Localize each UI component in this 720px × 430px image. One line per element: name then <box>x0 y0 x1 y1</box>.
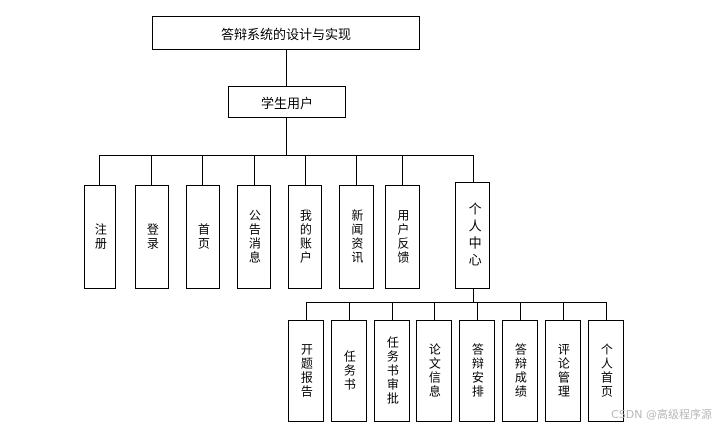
sub-label: 任务书审批 <box>385 336 400 406</box>
connector-module-8 <box>473 155 474 182</box>
user-node: 学生用户 <box>228 86 346 118</box>
module-label: 登录 <box>145 223 160 251</box>
module-node-notice: 公告消息 <box>237 185 271 289</box>
user-node-label: 学生用户 <box>260 96 313 112</box>
sub-label: 开题报告 <box>299 343 314 399</box>
sub-node-task-book: 任务书 <box>331 320 367 422</box>
sub-label: 论文信息 <box>427 343 442 399</box>
connector-sub-1 <box>306 302 307 320</box>
module-label: 个人中心 <box>465 201 481 270</box>
sub-node-thesis-info: 论文信息 <box>416 320 452 422</box>
connector-module-5 <box>305 155 306 185</box>
sub-label: 个人首页 <box>599 343 614 399</box>
connector-root-user <box>286 49 287 86</box>
root-node: 答辩系统的设计与实现 <box>152 16 420 50</box>
module-node-home: 首页 <box>186 185 220 289</box>
sub-label: 任务书 <box>342 350 357 392</box>
connector-sub-8 <box>606 302 607 320</box>
module-node-news: 新闻资讯 <box>339 185 374 289</box>
connector-sub-4 <box>434 302 435 320</box>
watermark-text: CSDN @高级程序源 <box>611 408 712 421</box>
connector-sub-3 <box>392 302 393 320</box>
sub-label: 评论管理 <box>556 343 571 399</box>
connector-module-7 <box>402 155 403 185</box>
root-node-label: 答辩系统的设计与实现 <box>220 27 351 43</box>
sub-label: 答辩成绩 <box>513 343 528 399</box>
module-node-account: 我的账户 <box>288 185 322 289</box>
sub-label: 答辩安排 <box>470 343 485 399</box>
connector-user-down <box>286 117 287 155</box>
sub-node-proposal: 开题报告 <box>288 320 324 422</box>
module-label: 注册 <box>93 223 108 251</box>
connector-sub-5 <box>477 302 478 320</box>
connector-center-down <box>473 288 474 302</box>
module-label: 公告消息 <box>247 209 262 265</box>
module-node-register: 注册 <box>84 185 116 289</box>
module-node-personal-center: 个人中心 <box>455 182 490 289</box>
module-node-feedback: 用户反馈 <box>385 185 420 289</box>
module-node-login: 登录 <box>135 185 169 289</box>
module-label: 用户反馈 <box>395 209 410 265</box>
connector-module-3 <box>202 155 203 185</box>
connector-module-2 <box>151 155 152 185</box>
connector-modules-bus <box>99 155 474 156</box>
module-label: 新闻资讯 <box>349 209 364 265</box>
module-label: 首页 <box>196 223 211 251</box>
connector-sub-bus <box>306 302 606 303</box>
connector-module-4 <box>254 155 255 185</box>
sub-node-comment-manage: 评论管理 <box>545 320 581 422</box>
module-label: 我的账户 <box>298 209 313 265</box>
sub-node-defense-schedule: 答辩安排 <box>459 320 495 422</box>
connector-sub-6 <box>520 302 521 320</box>
connector-module-6 <box>356 155 357 185</box>
connector-module-1 <box>99 155 100 185</box>
connector-sub-2 <box>349 302 350 320</box>
sub-node-defense-score: 答辩成绩 <box>502 320 538 422</box>
sub-node-task-approval: 任务书审批 <box>374 320 410 422</box>
sub-node-personal-home: 个人首页 <box>588 320 624 422</box>
connector-sub-7 <box>563 302 564 320</box>
